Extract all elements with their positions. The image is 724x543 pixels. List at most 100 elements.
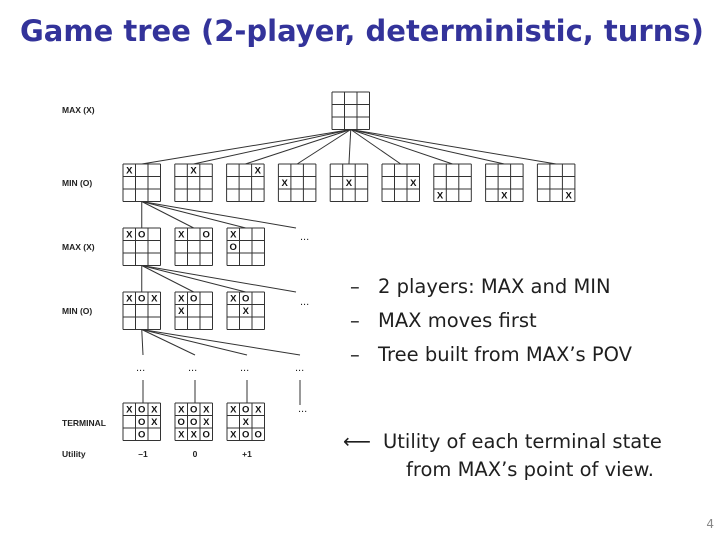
board-mark: X <box>151 405 158 416</box>
min-board: X <box>485 163 524 202</box>
board-mark: X <box>346 178 353 189</box>
bullet-text: 2 players: MAX and MIN <box>378 275 611 298</box>
board-mark: O <box>138 430 145 441</box>
tree-edge <box>141 329 248 356</box>
board-mark: X <box>203 417 210 428</box>
board-mark: X <box>191 430 198 441</box>
board-mark: X <box>126 230 133 241</box>
board-mark: X <box>126 294 133 305</box>
board-mark: X <box>203 405 210 416</box>
board-mark: O <box>242 430 249 441</box>
utility-value: –1 <box>138 449 148 459</box>
board-mark: X <box>178 405 185 416</box>
bullet-item: –Tree built from MAX’s POV <box>350 338 632 372</box>
board-mark: X <box>255 405 262 416</box>
ellipsis-mid-4: ... <box>295 362 304 374</box>
board-mark: X <box>190 166 197 177</box>
utility-values: –1 0 +1 <box>138 449 252 459</box>
board-mark: X <box>243 417 250 428</box>
min-board: X <box>329 163 369 202</box>
board-mark: X <box>126 405 133 416</box>
board-mark: O <box>178 417 185 428</box>
level-label-utility: Utility <box>62 449 86 459</box>
tree-edge <box>141 201 246 229</box>
min-board: X <box>381 163 420 202</box>
ellipsis-mid-1: ... <box>136 362 145 374</box>
page-number: 4 <box>706 517 714 531</box>
tree-edge <box>350 129 402 165</box>
board-mark: X <box>178 294 185 305</box>
min-board: X <box>433 163 472 202</box>
tree-edge <box>141 329 196 356</box>
board-mark: O <box>138 294 145 305</box>
tree-edge <box>141 329 144 356</box>
level-labels: MAX (X) MIN (O) MAX (X) MIN (O) TERMINAL… <box>62 105 106 459</box>
min-board: X <box>536 163 576 202</box>
board-mark: X <box>230 430 237 441</box>
board-mark: O <box>190 294 197 305</box>
level-label-max2: MAX (X) <box>62 242 95 252</box>
board-mark: O <box>242 294 249 305</box>
ellipsis-level3: ... <box>300 296 309 308</box>
board-mark: O <box>138 230 145 241</box>
bullet-marker: – <box>350 309 360 332</box>
level-label-min2: MIN (O) <box>62 306 92 316</box>
left-arrow-icon: ⟵ <box>343 430 371 453</box>
level-label-min1: MIN (O) <box>62 178 92 188</box>
tree-edge <box>350 129 557 165</box>
level-label-terminal: TERMINAL <box>62 418 106 428</box>
tree-edge <box>141 265 297 293</box>
board-mark: X <box>126 166 133 177</box>
utility-value: 0 <box>193 449 198 459</box>
board-mark: X <box>151 417 158 428</box>
board-mark: O <box>138 405 145 416</box>
level-label-max1: MAX (X) <box>62 105 95 115</box>
utility-note: ⟵Utility of each terminal state from MAX… <box>343 428 662 484</box>
tree-edge <box>245 129 351 165</box>
utility-note-line2: from MAX’s point of view. <box>406 458 654 481</box>
ellipsis-mid-2: ... <box>188 362 197 374</box>
tree-edge <box>348 129 352 165</box>
tree-edge <box>141 265 194 293</box>
board-mark: O <box>242 405 249 416</box>
min-board: X <box>122 163 161 202</box>
bullet-marker: – <box>350 343 360 366</box>
board-mark: O <box>138 417 145 428</box>
ellipsis-marks: ... ... ... ... ... ... ... <box>136 231 309 415</box>
bullet-item: –2 players: MAX and MIN <box>350 270 632 304</box>
board-mark: X <box>178 430 185 441</box>
board-mark: X <box>230 230 237 241</box>
bullet-marker: – <box>350 275 360 298</box>
tree-edge <box>141 201 194 229</box>
tree-edge <box>141 329 301 356</box>
board-mark: O <box>203 430 210 441</box>
ellipsis-terminal: ... <box>298 403 307 415</box>
min-board: X <box>174 163 213 202</box>
board-mark: X <box>230 405 237 416</box>
tree-edge <box>296 129 352 165</box>
ellipsis-mid-3: ... <box>240 362 249 374</box>
board-mark: X <box>501 191 508 202</box>
tree-edge <box>141 201 297 229</box>
board-mark: O <box>230 242 237 253</box>
ellipsis-level2: ... <box>300 231 309 243</box>
tree-edge <box>141 129 351 165</box>
board-mark: X <box>230 294 237 305</box>
slide-title: Game tree (2-player, deterministic, turn… <box>20 14 704 48</box>
board-mark: X <box>243 306 250 317</box>
board-mark: X <box>281 178 288 189</box>
min-board: X <box>277 163 317 202</box>
max-board: XO <box>226 227 265 266</box>
utility-value: +1 <box>242 449 252 459</box>
bullet-item: –MAX moves first <box>350 304 632 338</box>
bullet-text: MAX moves first <box>378 309 537 332</box>
